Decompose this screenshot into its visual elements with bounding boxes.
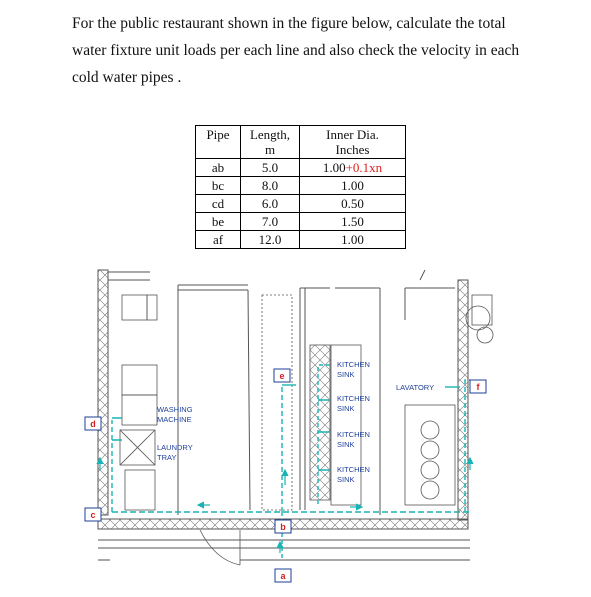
question-text: For the public restaurant shown in the f… <box>72 15 520 86</box>
table-row: be 7.0 1.50 <box>195 212 406 231</box>
node-a-label: a <box>280 571 286 581</box>
washing-machine-label-2: MACHINE <box>157 415 192 424</box>
node-labels: d c e b a f <box>84 368 487 583</box>
table-header-row: Pipe Length,m Inner Dia.Inches <box>195 125 406 159</box>
header-dia-line2: Inches <box>335 142 370 157</box>
laundry-tray-label-1: LAUNDRY <box>157 443 193 452</box>
kitchen-sink-4-label-1: KITCHEN <box>337 465 370 474</box>
flow-arrows <box>96 456 474 553</box>
kitchen-sink-3-label-1: KITCHEN <box>337 430 370 439</box>
node-f-label: f <box>477 382 481 392</box>
cell-length: 7.0 <box>240 212 300 231</box>
node-d-label: d <box>90 419 96 429</box>
pipe-network <box>111 364 470 560</box>
kitchen-sink-3-label-2: SINK <box>337 440 355 449</box>
kitchen-sink-1-label-2: SINK <box>337 370 355 379</box>
table-row: af 12.0 1.00 <box>195 230 406 249</box>
cell-diameter: 1.00 <box>299 230 406 249</box>
cell-diameter: 1.00+0.1xn <box>299 158 406 177</box>
kitchen-sink-4-label-2: SINK <box>337 475 355 484</box>
lavatory-label: LAVATORY <box>396 383 434 392</box>
cell-diameter: 1.00 <box>299 176 406 195</box>
node-e-label: e <box>279 371 284 381</box>
cell-diameter-value: 1.00 <box>322 160 346 175</box>
washing-machine-label-1: WASHING <box>157 405 193 414</box>
header-length: Length,m <box>240 125 300 159</box>
header-dia-line1: Inner Dia. <box>326 127 379 142</box>
laundry-tray-label-2: TRAY <box>157 453 176 462</box>
header-pipe-text: Pipe <box>206 127 230 142</box>
table-row: bc 8.0 1.00 <box>195 176 406 195</box>
cell-length: 12.0 <box>240 230 300 249</box>
cell-diameter-extra: +0.1xn <box>345 160 383 175</box>
kitchen-sink-2-label-1: KITCHEN <box>337 394 370 403</box>
kitchen-sink-1-label-1: KITCHEN <box>337 360 370 369</box>
header-length-line1: Length, <box>249 127 291 142</box>
cell-pipe: af <box>195 230 241 249</box>
cell-pipe: be <box>195 212 241 231</box>
header-length-line2: m <box>264 142 276 157</box>
node-c-label: c <box>90 510 95 520</box>
node-b-label: b <box>280 522 286 532</box>
fixtures <box>119 294 494 511</box>
cell-pipe: ab <box>195 158 241 177</box>
cell-diameter: 1.50 <box>299 212 406 231</box>
fixture-labels: WASHING MACHINE LAUNDRY TRAY KITCHEN SIN… <box>157 360 434 484</box>
kitchen-sink-2-label-2: SINK <box>337 404 355 413</box>
pipe-table: Pipe Length,m Inner Dia.Inches ab 5.0 1.… <box>195 125 406 249</box>
